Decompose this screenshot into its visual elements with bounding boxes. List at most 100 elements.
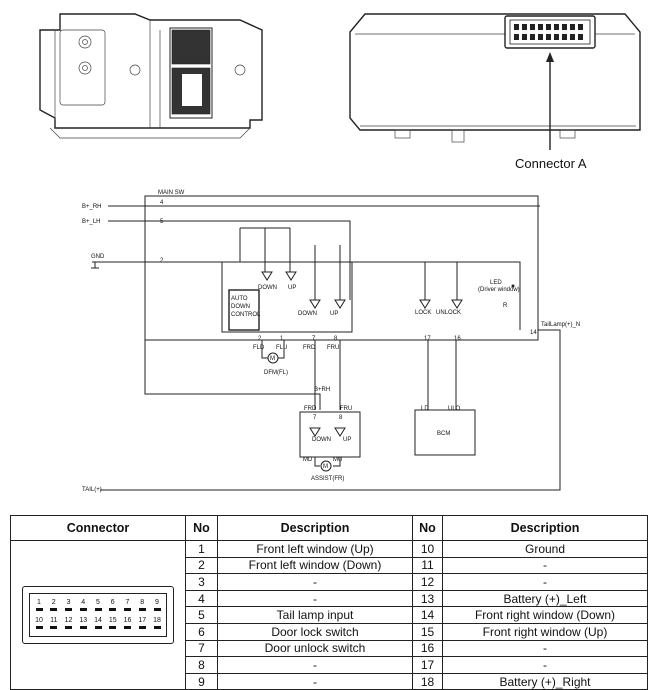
fr-down-label: DOWN [298,311,317,317]
pin-number: 17 [138,617,147,625]
pin-no-cell: 6 [185,622,218,641]
pin-no-cell: 4 [185,589,218,608]
table-row: 5 Tail lamp input 14 Front right window … [11,606,648,624]
pin-number: 11 [50,617,58,625]
pin-no-cell: 8 [185,656,218,674]
pin-number: 5 [96,599,100,607]
pin-no-cell: 15 [412,622,443,641]
fl-down-label: DOWN [258,285,277,291]
switch-top-view [39,13,263,139]
pin-description-cell: - [442,556,648,575]
fl-up-label: UP [288,285,296,291]
pin-16-label: 16 [454,336,461,342]
header-connector: Connector [10,515,186,541]
unlock-label: UNLOCK [436,310,461,316]
pin-no-cell: 14 [412,606,443,624]
module-top-view: Connector A [349,13,641,171]
pin-description-cell: - [442,639,648,658]
pin-description-table: Connector No Description No Description … [10,515,648,690]
pin-no-cell: 18 [412,672,443,690]
frd2-label: FRD [304,406,317,412]
connector-pinout: 1 2 3 4 5 6 7 8 9 10 11 12 13 [22,586,174,645]
connector-a-label: Connector A [515,156,587,171]
pin-number: 15 [108,617,117,625]
fld-label: FLD [253,345,265,351]
pin-description-cell: - [442,573,648,591]
table-row: 4 - 13 Battery (+)_Left [11,589,648,608]
auto-down-label: DOWN [231,304,250,310]
schematic: MAIN SW B+_RH 4 B+_LH 5 GND 2 AUTO DOWN … [82,190,580,493]
pin-no-cell: 7 [185,639,218,658]
table-row: 9 - 18 Battery (+)_Right [11,672,648,690]
pin-no-cell: 5 [185,606,218,624]
table-header-row: Connector No Description No Description [10,515,648,541]
pin-number: 10 [35,617,43,625]
b-lh-label: B+_LH [82,219,101,225]
flu-label: FLU [276,345,287,351]
pin-no-cell: 2 [185,556,218,575]
motor-symbol-fl: M [270,356,275,362]
pin-no-cell: 13 [412,589,443,608]
header-description-1: Description [217,515,413,541]
pin-number: 7 [125,599,130,607]
pin-description-cell: Front right window (Down) [442,606,648,624]
connector-pin-row-bottom: 10 11 12 13 14 15 16 17 18 [33,617,163,630]
lock-label: LOCK [415,310,431,316]
pin-description-cell: - [217,589,413,608]
header-no-2: No [412,515,443,541]
ld-label: LD [421,406,429,412]
pin-2b-label: 2 [258,336,262,342]
gnd-label: GND [91,254,105,260]
fr-up2-label: UP [343,437,351,443]
control-label: CONTROL [231,312,261,318]
pin-17-label: 17 [424,336,431,342]
mu-label: MU [333,457,342,463]
assist-label: ASSIST(FR) [311,476,344,482]
frd-label: FRD [303,345,316,351]
pin-no-cell: 3 [185,573,218,591]
fr-down2-label: DOWN [312,437,331,443]
pin-2-label: 2 [160,258,164,264]
pin-8b-label: 8 [339,415,343,421]
pin-description-cell: Door lock switch [217,622,413,641]
pin-number: 4 [81,599,86,607]
pin-8-label: 8 [334,336,338,342]
table-row: 1 2 3 4 5 6 7 8 9 10 11 12 13 [10,539,648,690]
pin-description-cell: - [217,573,413,591]
pin-description-cell: - [442,656,648,674]
pin-no-cell: 10 [412,540,443,558]
b-rh-label: B+_RH [82,204,102,210]
fru-label: FRU [327,345,339,351]
led-sub-label: (Driver window) [478,287,520,293]
pin-no-cell: 17 [412,656,443,674]
pin-1-label: 1 [280,336,284,342]
pin-number: 12 [64,617,73,625]
header-description-2: Description [442,515,648,541]
pin-7-label: 7 [312,336,316,342]
pin-description-cell: Battery (+)_Right [442,672,648,690]
pin-number: 6 [110,599,115,607]
pin-description-cell: - [217,672,413,690]
pin-description-cell: Front left window (Up) [217,540,413,558]
pin-no-cell: 16 [412,639,443,658]
led-label: LED [490,280,502,286]
pin-number: 18 [153,617,161,625]
pin-no-cell: 1 [185,540,218,558]
motor-symbol-fr: M [323,464,328,470]
dfm-label: DFM(FL) [264,370,288,376]
pin-7b-label: 7 [313,415,317,421]
pin-description-cell: Front right window (Up) [442,622,648,641]
pin-number: 3 [66,599,71,607]
connector-diagram-cell: 1 2 3 4 5 6 7 8 9 10 11 12 13 [10,539,186,690]
pin-number: 14 [94,617,102,625]
tail-label: TAIL(+) [82,487,102,493]
pin-no-cell: 11 [412,556,443,575]
r-label: R [503,303,508,309]
pin-description-cell: Door unlock switch [217,639,413,658]
pin-number: 13 [79,617,88,625]
pin-no-cell: 12 [412,573,443,591]
pin-description-cell: - [217,656,413,674]
connector-pin-row-top: 1 2 3 4 5 6 7 8 9 [33,599,163,612]
b-rh2-label: B+RH [314,387,330,393]
table-row: 6 Door lock switch 15 Front right window… [11,622,648,641]
